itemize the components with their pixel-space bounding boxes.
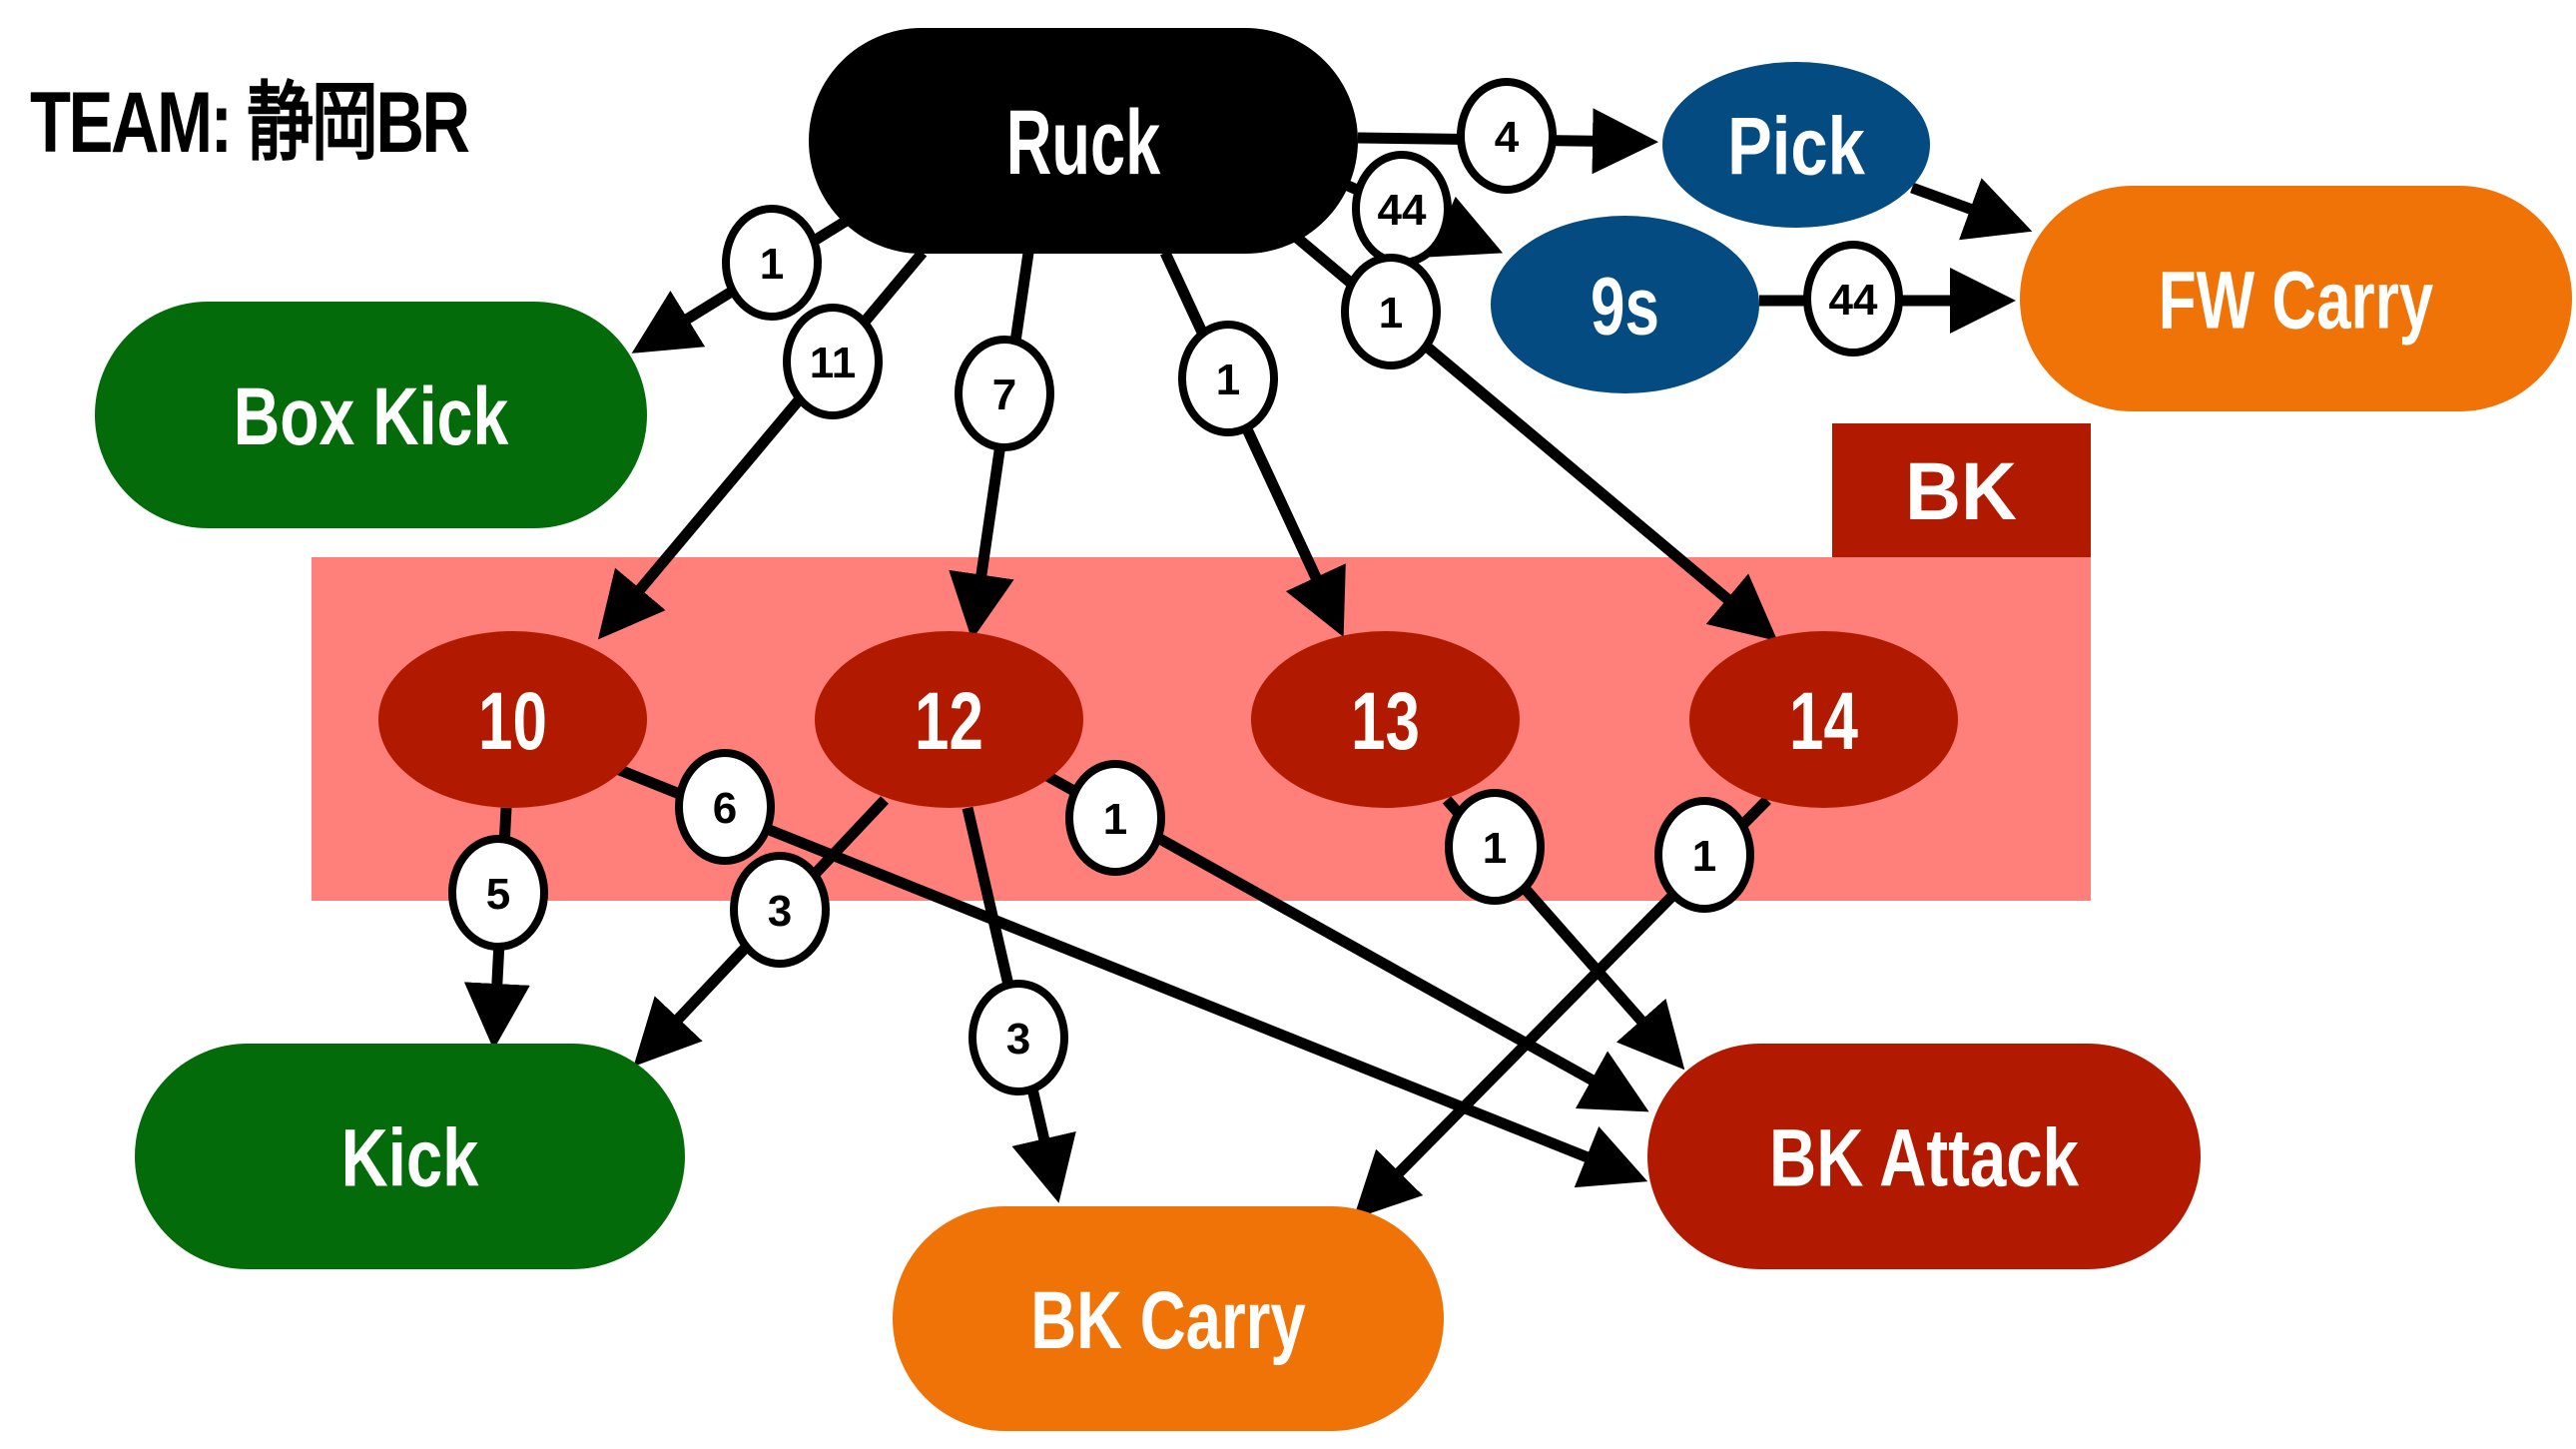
node-pick (1662, 62, 1930, 228)
node-p13 (1251, 631, 1520, 808)
node-label-p10: 10 (478, 676, 547, 767)
edge-count-label: 44 (1378, 186, 1427, 235)
edge-ruck-to-p13 (1160, 250, 1346, 637)
edge-count-badge (1457, 78, 1557, 194)
edge-count-label: 5 (486, 870, 510, 919)
node-kick (135, 1044, 685, 1269)
node-label-ruck: Ruck (1006, 92, 1161, 194)
edge-count-label: 1 (1216, 356, 1240, 404)
edge-count-badge (675, 749, 775, 865)
node-nines (1491, 216, 1759, 393)
edge-count-badge (1445, 789, 1545, 905)
edge-count-badge (730, 852, 830, 968)
node-label-nines: 9s (1591, 262, 1659, 353)
node-label-bkattack: BK Attack (1769, 1113, 2079, 1204)
node-label-bkcarry: BK Carry (1030, 1275, 1306, 1366)
node-label-boxkick: Box Kick (234, 371, 509, 462)
node-label-p14: 14 (1789, 676, 1858, 767)
edge-count-badge (448, 835, 548, 951)
edge-count-label: 1 (1692, 832, 1716, 881)
edge-count-label: 3 (1006, 1015, 1030, 1064)
edge-count-badge (1803, 241, 1903, 357)
edge-count-label: 1 (1103, 795, 1127, 844)
node-label-fwcarry: FW Carry (2159, 256, 2434, 347)
edge-count-label: 3 (768, 887, 792, 936)
edge-count-badge (783, 304, 883, 419)
edge-count-badge (1065, 760, 1165, 876)
bk-group-label: BK (1905, 446, 2017, 537)
edge-count-label: 1 (1483, 824, 1507, 873)
edge-count-badge (1341, 254, 1441, 369)
edge-count-badge (722, 205, 822, 321)
edge-count-badge (955, 336, 1054, 451)
node-fwcarry (2020, 186, 2572, 411)
node-label-p13: 13 (1351, 676, 1420, 767)
edge-count-label: 11 (810, 339, 857, 387)
edge-count-label: 44 (1829, 276, 1878, 325)
node-boxkick (95, 302, 647, 528)
edge-count-label: 6 (713, 784, 737, 833)
edge-count-label: 7 (992, 370, 1016, 419)
edge-pick-to-fwcarry (1910, 178, 2033, 241)
node-label-p12: 12 (915, 676, 983, 767)
node-p14 (1689, 631, 1958, 808)
edge-ruck-to-p10 (597, 249, 928, 640)
edge-count-label: 1 (1379, 289, 1403, 338)
bk-group-label-box (1832, 423, 2091, 557)
node-label-pick: Pick (1727, 102, 1865, 193)
edge-count-badge (1654, 797, 1754, 913)
edge-count-badge (1178, 321, 1278, 436)
node-bkattack (1647, 1044, 2201, 1269)
edge-count-label: 4 (1495, 113, 1520, 162)
node-p12 (815, 631, 1083, 808)
edge-count-badge (968, 980, 1068, 1095)
node-label-kick: Kick (341, 1113, 479, 1204)
node-ruck (809, 28, 1358, 254)
team-title: TEAM: 静岡BR (30, 75, 470, 171)
node-p10 (378, 631, 647, 808)
edge-count-label: 1 (760, 240, 784, 289)
node-bkcarry (893, 1206, 1444, 1431)
